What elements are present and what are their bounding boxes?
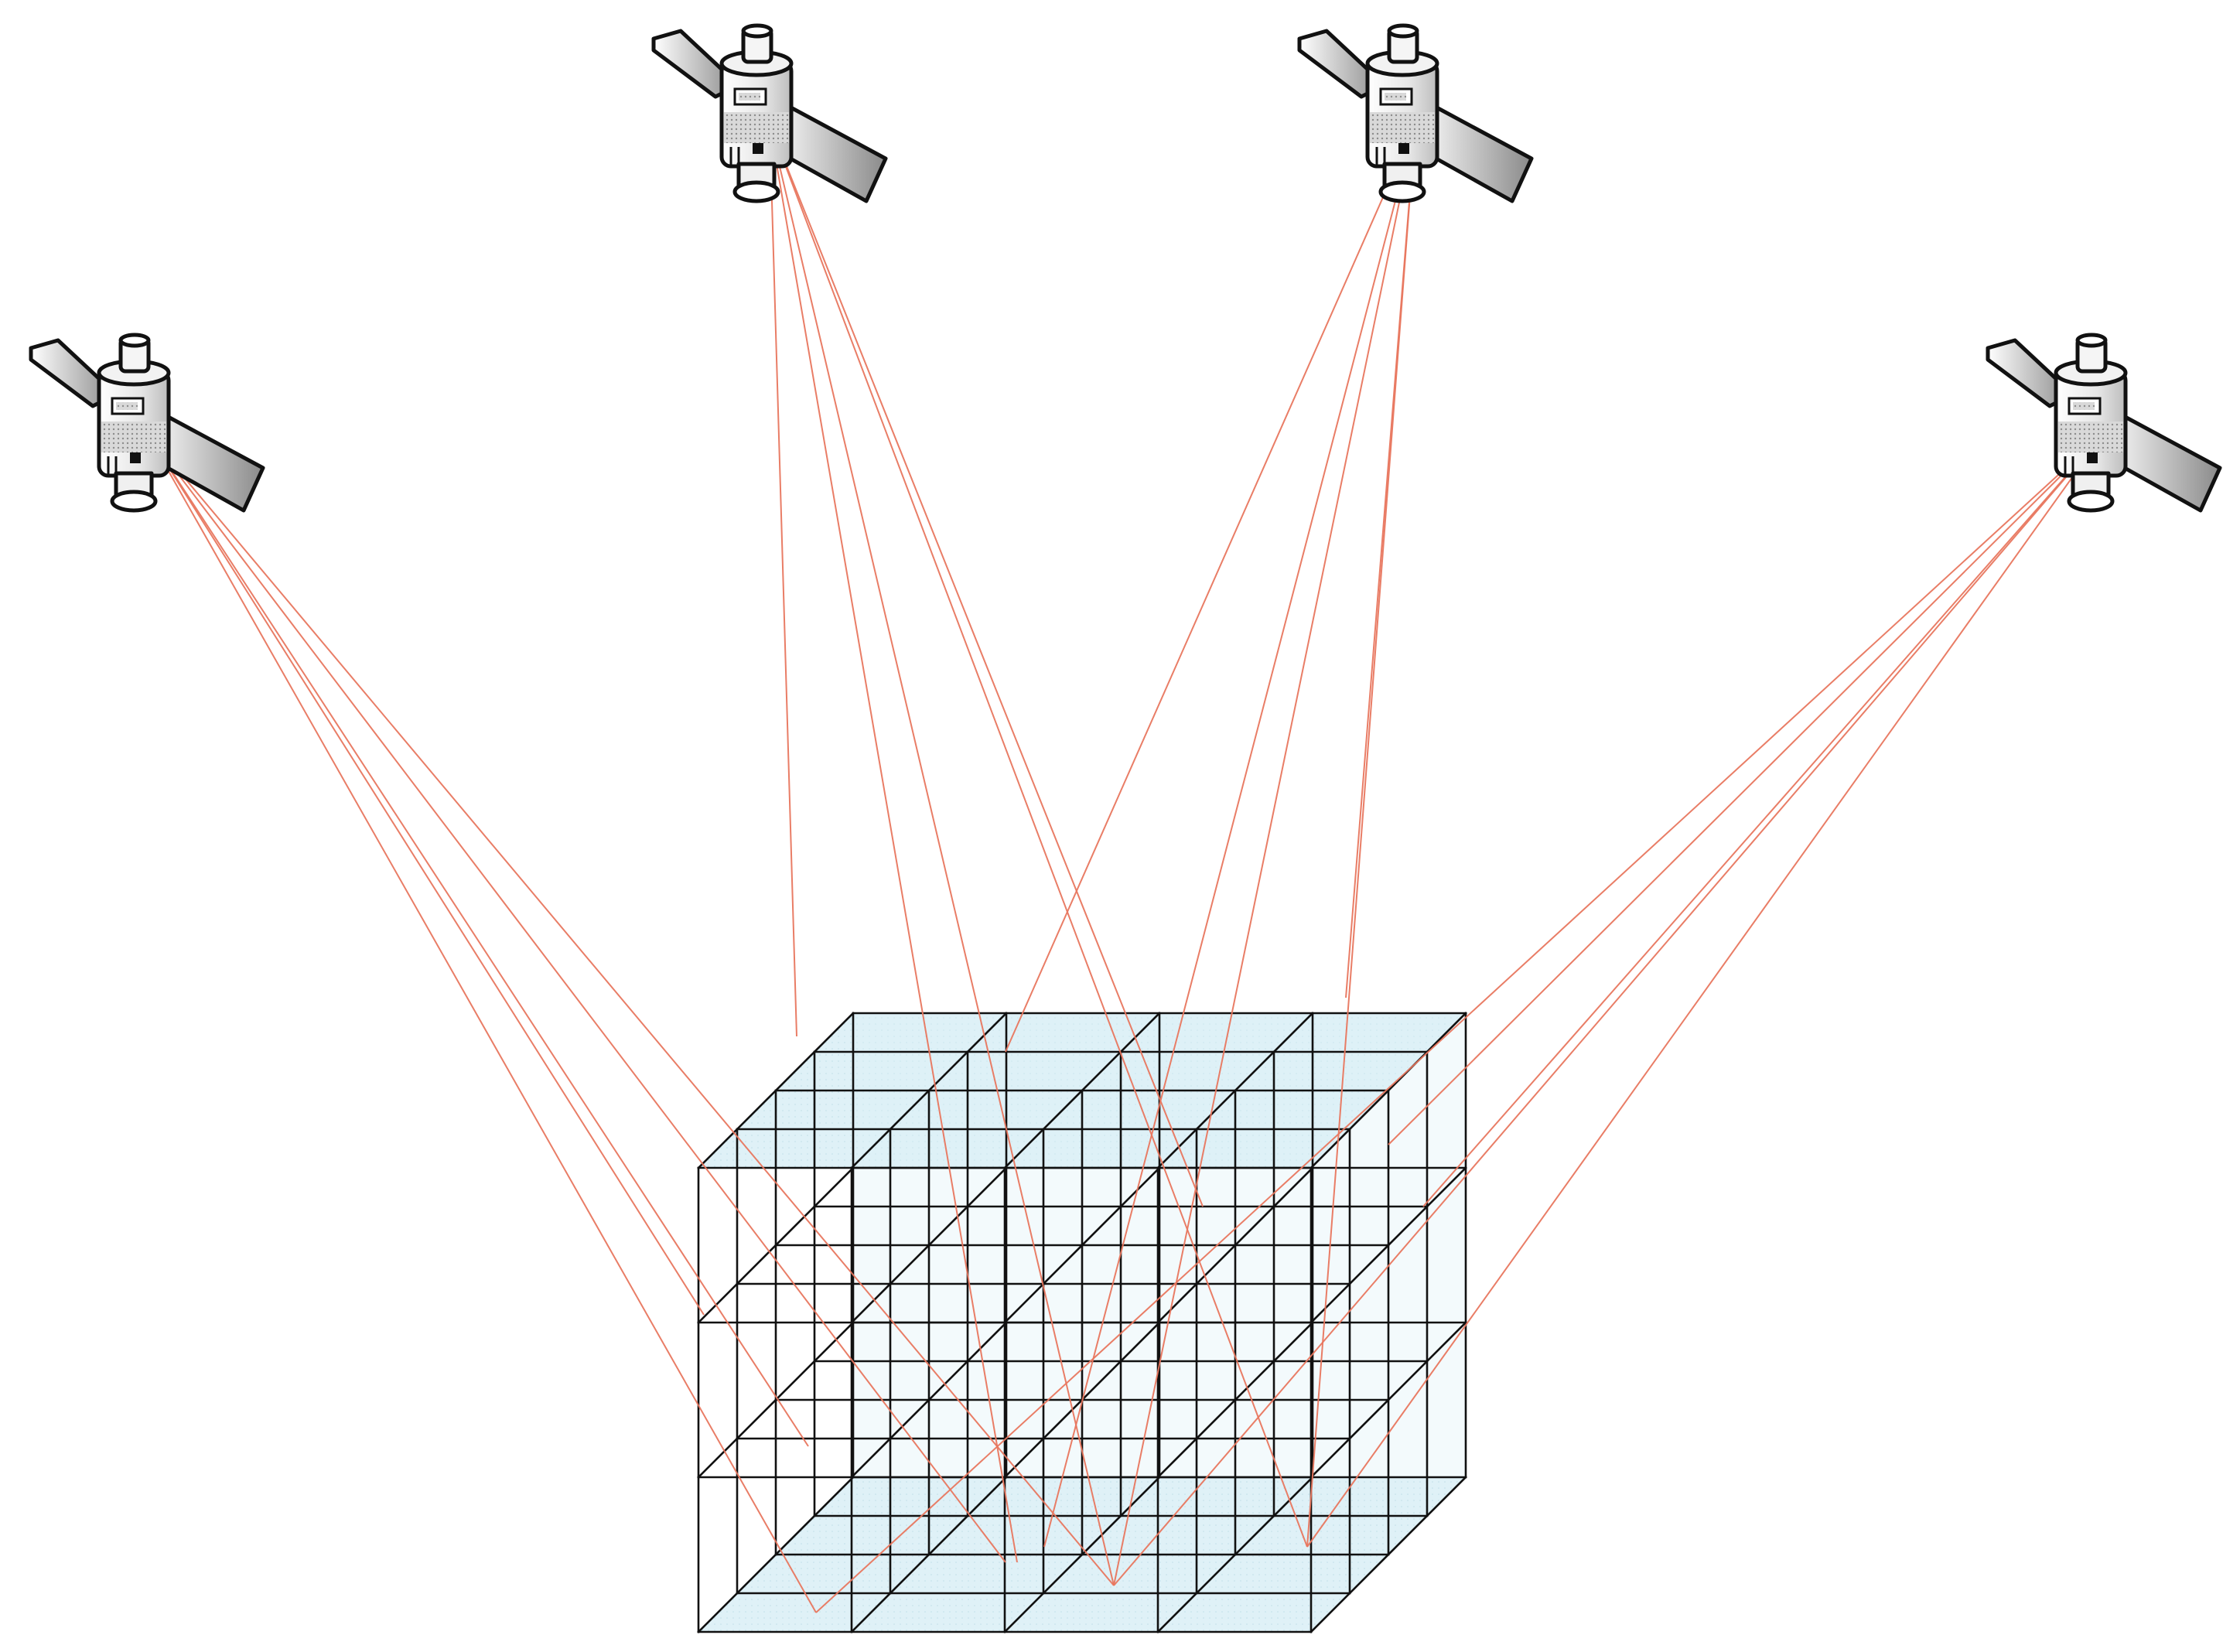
signal-ray — [146, 432, 705, 1316]
grid-line — [850, 1012, 1008, 1169]
satellite-icon — [1986, 333, 2222, 513]
grid-line — [697, 1012, 855, 1169]
signal-ray — [1043, 123, 1416, 1548]
grid-line — [1156, 1166, 1314, 1324]
signal-ray — [1113, 432, 2105, 1586]
satellite-icon — [651, 23, 888, 203]
signal-ray — [1306, 123, 1416, 1548]
grid-line — [850, 1476, 1008, 1633]
grid-line — [1156, 1321, 1314, 1479]
signal-rays — [146, 123, 2105, 1613]
signal-ray — [146, 432, 1115, 1586]
grid-line — [1310, 1166, 1467, 1324]
grid-line — [1003, 1012, 1161, 1169]
grid-line — [1310, 1476, 1467, 1633]
signal-ray — [1388, 432, 2105, 1145]
grid-line — [1003, 1476, 1161, 1633]
signal-ray — [769, 123, 797, 1037]
grid-line — [1156, 1012, 1314, 1169]
signal-ray — [1005, 123, 1416, 1053]
signal-ray — [1306, 432, 2105, 1548]
signal-ray — [769, 123, 1115, 1586]
signal-ray — [1113, 123, 1416, 1586]
grid-line — [850, 1166, 1008, 1324]
satellite-icon — [29, 333, 265, 513]
signal-ray — [769, 123, 1018, 1563]
satellite-icon — [1297, 23, 1534, 203]
grid-line — [1156, 1476, 1314, 1633]
grid-line — [1310, 1012, 1467, 1169]
grid-line — [1310, 1321, 1467, 1479]
grid-line — [697, 1476, 855, 1633]
signal-ray — [146, 432, 1006, 1563]
grid-line — [697, 1166, 855, 1324]
signal-ray — [1422, 432, 2105, 1207]
signal-ray — [146, 432, 817, 1613]
satellites — [29, 23, 2222, 513]
signal-ray — [146, 432, 809, 1447]
signal-ray — [815, 432, 2105, 1613]
signal-ray — [769, 123, 1204, 1207]
grid-line — [1003, 1166, 1161, 1324]
signal-ray — [769, 123, 1308, 1548]
